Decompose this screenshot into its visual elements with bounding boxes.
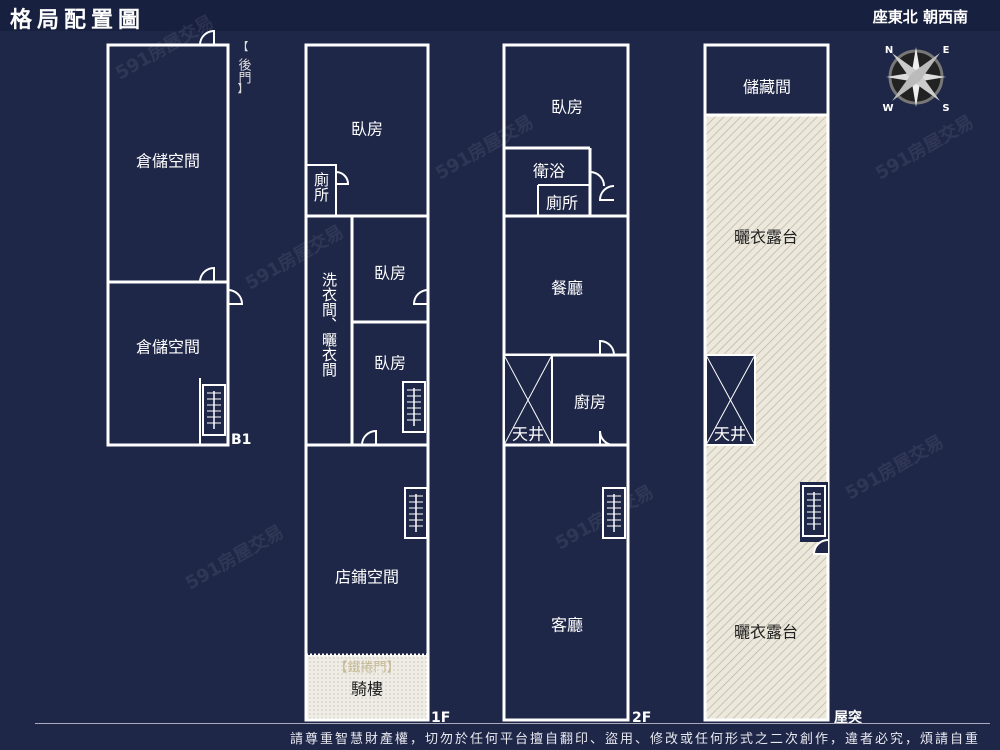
room-label: 廁所 — [312, 171, 330, 202]
skylight-label: 天井 — [512, 425, 544, 444]
door-icon — [227, 289, 244, 305]
back-door-label: 後門 — [236, 58, 252, 85]
stairs-icon — [802, 485, 826, 537]
room-label: 臥房 — [351, 120, 383, 139]
floor-label: 1F — [431, 710, 450, 726]
door-icon — [412, 289, 429, 305]
svg-text:591房屋交易: 591房屋交易 — [842, 430, 948, 504]
room-label: 儲藏間 — [743, 78, 791, 97]
room-label: 臥房 — [374, 354, 406, 373]
room-label: 店鋪空間 — [335, 568, 399, 587]
room-label: 倉儲空間 — [136, 152, 200, 171]
door-icon — [589, 171, 605, 187]
room-label: 洗衣間、曬衣間 — [320, 272, 338, 378]
svg-text:N: N — [885, 45, 893, 56]
stairs-icon — [404, 487, 428, 539]
room-label: 臥房 — [374, 264, 406, 283]
orientation-text: 座東北 朝西南 — [872, 8, 968, 26]
skylight-label: 天井 — [714, 425, 746, 444]
stairs-icon — [402, 381, 426, 433]
floor-1f: 臥房 廁所 洗衣間、曬衣間 臥房 臥房 店鋪空間 【鐵捲門】 騎樓 1F — [304, 43, 450, 726]
floor-label: 2F — [632, 710, 651, 726]
svg-text:591房屋交易: 591房屋交易 — [182, 520, 288, 594]
svg-text:S: S — [942, 103, 949, 114]
door-icon — [812, 539, 829, 555]
compass-icon: N E S W — [882, 45, 949, 114]
door-icon — [361, 429, 377, 446]
room-label: 廁所 — [546, 194, 578, 213]
svg-text:【: 【 — [238, 40, 249, 53]
room-label: 客廳 — [551, 616, 583, 635]
room-label: 倉儲空間 — [136, 338, 200, 357]
room-label: 廚房 — [574, 393, 606, 412]
svg-text:】: 】 — [238, 82, 249, 95]
svg-text:W: W — [882, 103, 893, 114]
floor-roof: 儲藏間 曬衣露台 天井 曬衣露台 屋突 — [703, 43, 862, 726]
room-label: 餐廳 — [551, 279, 583, 298]
door-icon — [599, 430, 615, 446]
room-label: 臥房 — [551, 98, 583, 117]
door-icon — [199, 29, 215, 46]
shutter-label: 【鐵捲門】 — [334, 660, 399, 676]
floor-b1: 倉儲空間 倉儲空間 B1 【 】 後門 — [106, 29, 252, 448]
svg-text:E: E — [943, 45, 950, 56]
room-label: 曬衣露台 — [734, 623, 798, 642]
copyright-notice: 請尊重智慧財產權，切勿於任何平台擅自翻印、盜用、修改或任何形式之二次創作，違者必… — [289, 732, 980, 747]
room-label: 衛浴 — [533, 162, 565, 181]
svg-text:591房屋交易: 591房屋交易 — [112, 10, 218, 84]
door-icon — [335, 171, 350, 185]
door-icon — [598, 185, 615, 201]
footer-divider — [35, 723, 990, 724]
page-title: 格局配置圖 — [10, 8, 146, 33]
svg-text:591房屋交易: 591房屋交易 — [872, 110, 978, 184]
stairs-icon — [202, 384, 226, 436]
door-icon — [599, 339, 615, 356]
header-bar: 格局配置圖 座東北 朝西南 — [0, 0, 1000, 33]
door-icon — [199, 266, 215, 283]
room-label: 曬衣露台 — [734, 228, 798, 247]
floor-2f: 臥房 衛浴 廁所 餐廳 天井 廚房 客廳 2F — [502, 43, 651, 726]
floor-label: B1 — [231, 432, 251, 448]
floor-label: 屋突 — [834, 709, 862, 726]
room-label: 騎樓 — [351, 680, 383, 699]
stairs-icon — [602, 487, 626, 539]
